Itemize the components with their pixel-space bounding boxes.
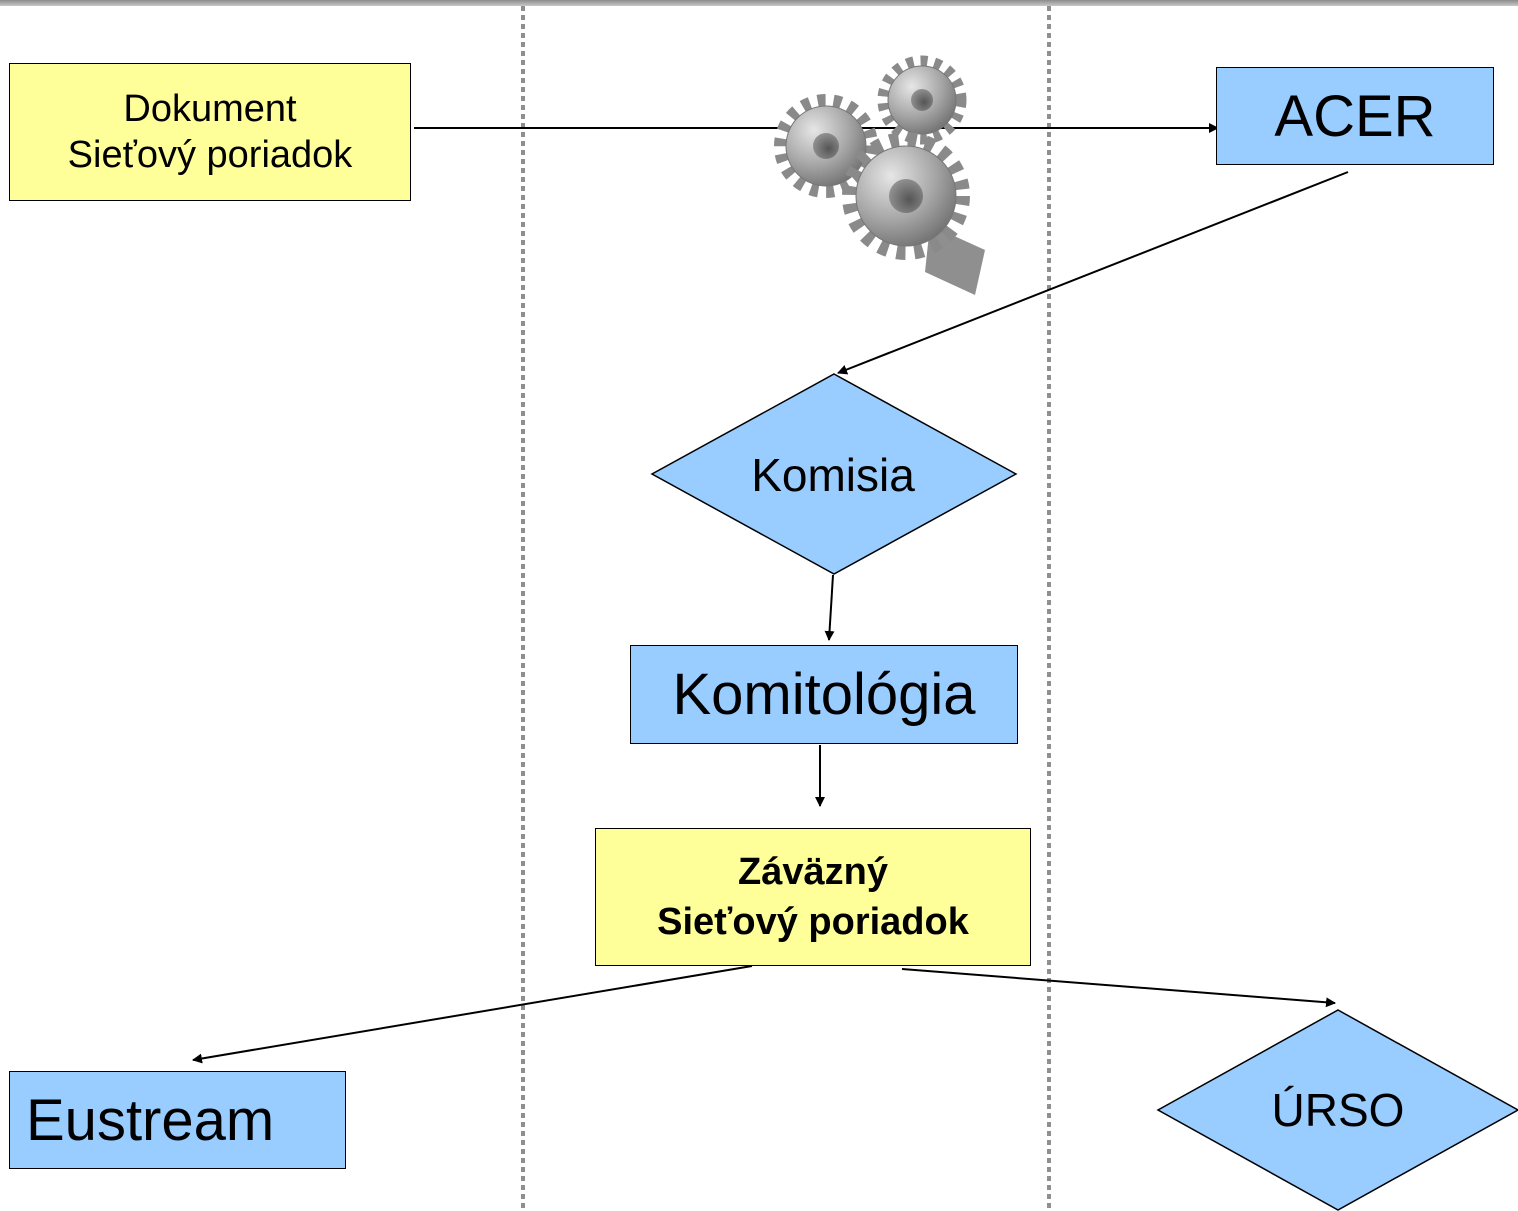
urso-diamond <box>1156 1009 1518 1211</box>
dokument-box: Dokument Sieťový poriadok <box>9 63 411 201</box>
gear-large-icon <box>842 132 985 295</box>
acer-box: ACER <box>1216 67 1494 165</box>
lane-divider-left <box>521 6 525 1211</box>
komisia-label: Komisia <box>751 449 915 501</box>
zavazny-line2: Sieťový poriadok <box>657 901 969 943</box>
arrow-zavazny-to-urso <box>901 968 1336 1008</box>
lane-divider-right <box>1047 6 1051 1211</box>
zavazny-line1: Záväzný <box>738 851 888 893</box>
eustream-label: Eustream <box>26 1087 275 1153</box>
komitologia-box: Komitológia <box>630 645 1018 744</box>
zavazny-box: Záväzný Sieťový poriadok <box>595 828 1031 966</box>
arrow-acer-to-komisia <box>837 171 1349 375</box>
eustream-box: Eustream <box>9 1071 346 1169</box>
komisia-diamond <box>650 373 1018 575</box>
dokument-line2: Sieťový poriadok <box>67 134 353 176</box>
acer-label: ACER <box>1274 83 1436 149</box>
top-rule <box>0 0 1518 6</box>
urso-label: ÚRSO <box>1271 1084 1405 1136</box>
gears-icon <box>774 55 985 295</box>
komitologia-label: Komitológia <box>672 662 976 727</box>
arrow-zavazny-to-eustream <box>192 965 753 1064</box>
gear-small-icon <box>877 55 967 145</box>
dokument-line1: Dokument <box>123 88 297 130</box>
arrow-komisia-to-komitologia <box>824 574 835 641</box>
